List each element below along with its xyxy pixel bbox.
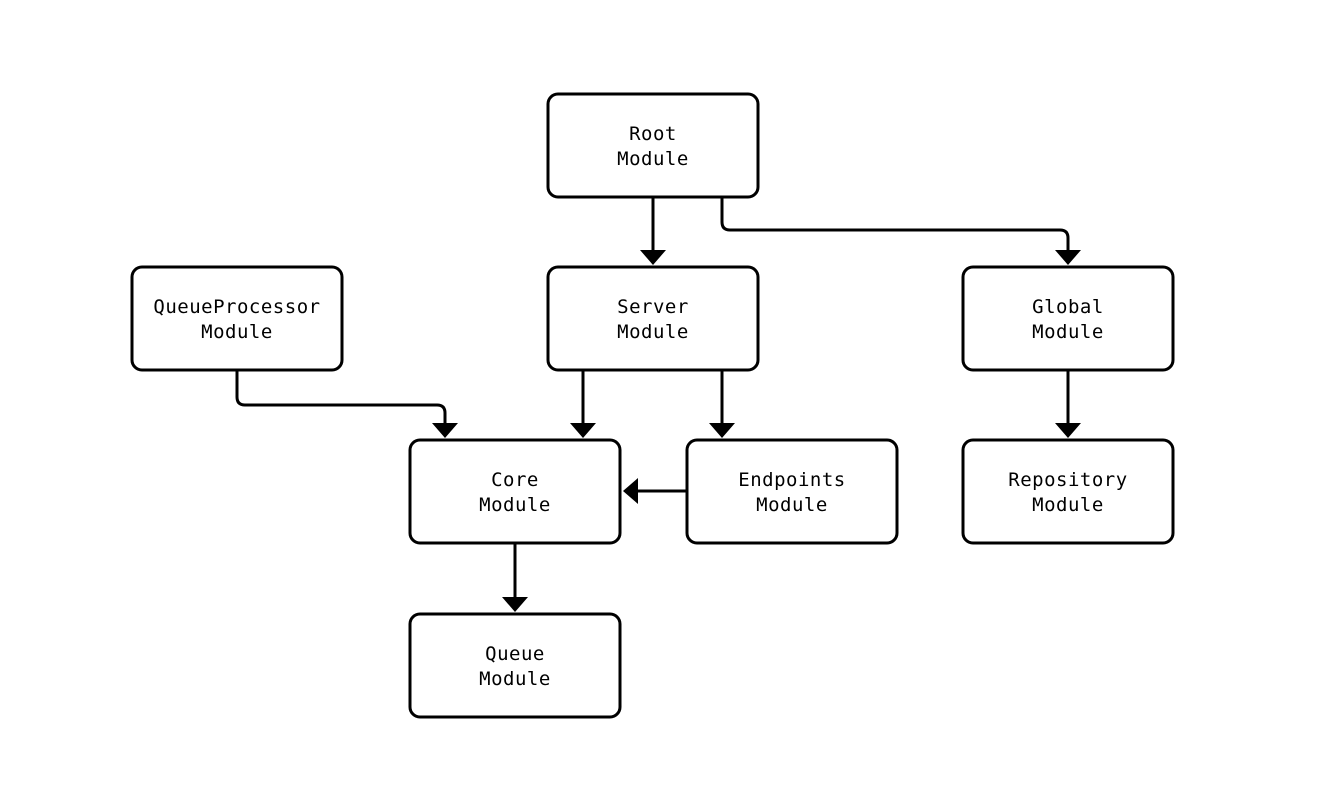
node-label-kind: Module bbox=[479, 668, 551, 690]
node-label-kind: Module bbox=[1032, 494, 1104, 516]
arrow-head-icon bbox=[623, 478, 638, 504]
edge-endpoints-to-core bbox=[623, 478, 687, 504]
node-label-name: Endpoints bbox=[738, 469, 845, 491]
node-label-kind: Module bbox=[1032, 321, 1104, 343]
node-box[interactable] bbox=[546, 265, 760, 372]
node-box[interactable] bbox=[130, 265, 344, 372]
node-label-name: Server bbox=[617, 296, 689, 318]
node-label-name: Queue bbox=[485, 643, 545, 665]
edge-line bbox=[235, 370, 447, 425]
node-label-kind: Module bbox=[617, 321, 689, 343]
node-box[interactable] bbox=[961, 265, 1175, 372]
edge-root-to-global bbox=[720, 197, 1081, 265]
node-label-name: Root bbox=[629, 123, 677, 145]
edge-queueprocessor-to-core bbox=[235, 370, 458, 438]
node-box[interactable] bbox=[961, 438, 1175, 545]
arrow-head-icon bbox=[709, 423, 735, 438]
node-box[interactable] bbox=[408, 612, 622, 719]
nodes-layer: RootModuleQueueProcessorModuleServerModu… bbox=[130, 92, 1175, 719]
node-label-name: Core bbox=[491, 469, 539, 491]
node-label-kind: Module bbox=[617, 148, 689, 170]
edge-global-to-repository bbox=[1055, 370, 1081, 438]
edge-server-to-core bbox=[570, 370, 596, 438]
arrow-head-icon bbox=[1055, 423, 1081, 438]
arrow-head-icon bbox=[1055, 250, 1081, 265]
edge-server-to-endpoints bbox=[709, 370, 735, 438]
edge-root-to-server bbox=[640, 197, 666, 265]
node-box[interactable] bbox=[685, 438, 899, 545]
arrow-head-icon bbox=[432, 423, 458, 438]
edge-core-to-queue bbox=[502, 543, 528, 612]
node-label-name: Global bbox=[1032, 296, 1104, 318]
node-box[interactable] bbox=[408, 438, 622, 545]
arrow-head-icon bbox=[640, 250, 666, 265]
node-label-kind: Module bbox=[201, 321, 273, 343]
node-box[interactable] bbox=[546, 92, 760, 199]
node-label-name: Repository bbox=[1008, 469, 1127, 491]
node-label-name: QueueProcessor bbox=[153, 296, 320, 318]
node-label-kind: Module bbox=[756, 494, 828, 516]
edge-line bbox=[720, 197, 1070, 252]
node-label-kind: Module bbox=[479, 494, 551, 516]
edges-layer bbox=[235, 197, 1081, 612]
arrow-head-icon bbox=[570, 423, 596, 438]
arrow-head-icon bbox=[502, 597, 528, 612]
